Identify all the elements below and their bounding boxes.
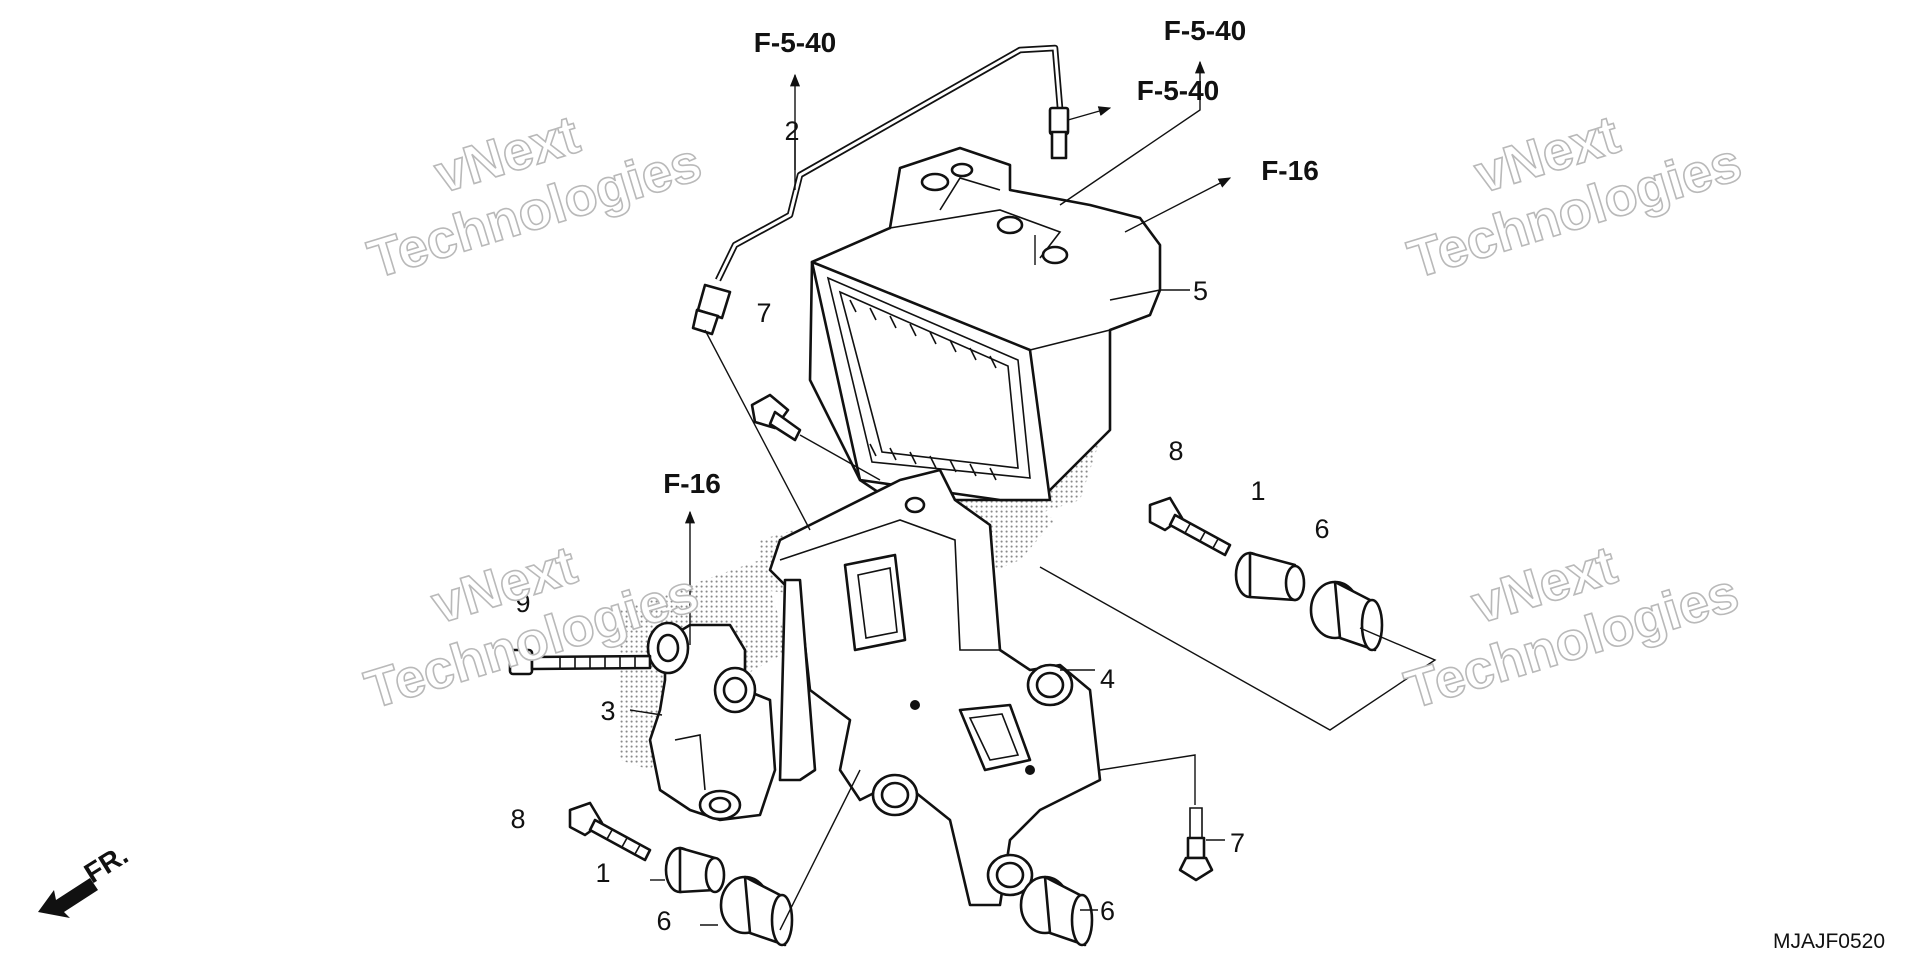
modulator-bracket (768, 468, 1102, 907)
callout-7-lower: 7 (1230, 828, 1245, 858)
callout-9: 9 (515, 588, 530, 618)
callout-1-lower: 1 (595, 858, 610, 888)
abs-modulator-unit (808, 146, 1162, 502)
leader-lines (629, 60, 1437, 931)
ref-f-5-40-left: F-5-40 (754, 27, 836, 58)
ref-f-5-40-mid: F-5-40 (1137, 75, 1219, 106)
three-way-joint (646, 621, 777, 822)
ref-f-16-left: F-16 (663, 468, 721, 499)
callout-6-lower-left: 6 (656, 906, 671, 936)
callout-1-right: 1 (1250, 476, 1265, 506)
drawing-code: MJAJF0520 (1773, 930, 1885, 953)
callout-3: 3 (600, 696, 615, 726)
callout-6-lower-right: 6 (1100, 896, 1115, 926)
front-direction-indicator: FR. (38, 839, 133, 918)
reference-labels: F-5-40 F-5-40 F-5-40 F-16 F-16 (663, 15, 1319, 499)
callout-8-lower: 8 (510, 804, 525, 834)
ref-f-16-upper: F-16 (1261, 155, 1319, 186)
ref-f-5-40-top: F-5-40 (1164, 15, 1246, 46)
callout-8-right: 8 (1168, 436, 1183, 466)
bolt-7-lower (1186, 836, 1206, 860)
callout-labels: 2 5 7 8 1 6 9 4 3 8 7 1 6 6 (510, 116, 1329, 936)
callout-4: 4 (1100, 664, 1115, 694)
hardware-fasteners (508, 393, 1384, 947)
brake-pipe (691, 44, 1070, 336)
callout-7-upper: 7 (756, 298, 771, 328)
callout-2: 2 (784, 116, 799, 146)
front-arrow-icon (38, 878, 98, 918)
callout-5: 5 (1193, 276, 1208, 306)
callout-6-right: 6 (1314, 514, 1329, 544)
